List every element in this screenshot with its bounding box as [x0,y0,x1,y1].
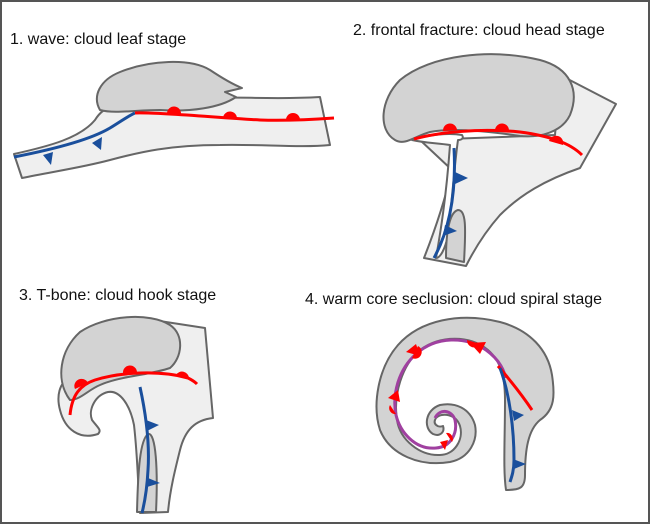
cold-front-line [13,111,136,159]
panel-4-warm-core-seclusion [375,316,555,491]
cold-front-barb [512,410,524,421]
warm-front-bump [549,135,564,145]
cold-front-barb [455,172,468,184]
cold-front-barb [513,459,526,469]
cloud-head-mass [382,53,575,143]
panel-3-t-bone [57,315,214,514]
cold-front-barb [43,152,53,165]
warm-front-bump [167,106,182,114]
occluded-front-bump [446,432,453,442]
trailing-cloud-mass [445,209,467,263]
occluded-front-line [393,338,507,450]
occluded-front-bump [412,346,422,359]
warm-front-bump [286,113,300,120]
occluded-front-triangle [388,390,400,402]
warm-front-line [68,371,199,416]
panel-2-title: 2. frontal fracture: cloud head stage [353,22,605,39]
panel-1-wave [13,61,335,179]
cold-front-barb [443,225,457,236]
warm-front-line [134,111,335,122]
warm-front-line [413,128,584,157]
cold-front-line [432,147,456,259]
cold-front-barb [146,420,159,431]
warm-front-bump [495,123,510,131]
warm-front-bump [176,371,189,378]
occluded-front-bump [389,405,396,415]
warm-front-bump [74,378,88,389]
cold-front-barb [92,137,102,150]
warm-front-bump [122,365,137,373]
cloud-band [13,96,331,179]
panel-1-title: 1. wave: cloud leaf stage [10,31,187,48]
warm-front-bump [442,123,457,131]
cold-front-barb [147,478,160,487]
occluded-front-triangle [440,440,448,450]
panel-3-title: 3. T-bone: cloud hook stage [19,287,217,304]
cold-front-line [138,386,150,514]
panel-2-frontal-fracture [382,53,617,267]
cloud-hook-mass [60,315,182,401]
cloud-leaf-mass [95,61,243,113]
warm-front-bump [223,111,238,119]
panel-4-title: 4. warm core seclusion: cloud spiral sta… [305,291,603,308]
occluded-front-bump [466,340,480,348]
